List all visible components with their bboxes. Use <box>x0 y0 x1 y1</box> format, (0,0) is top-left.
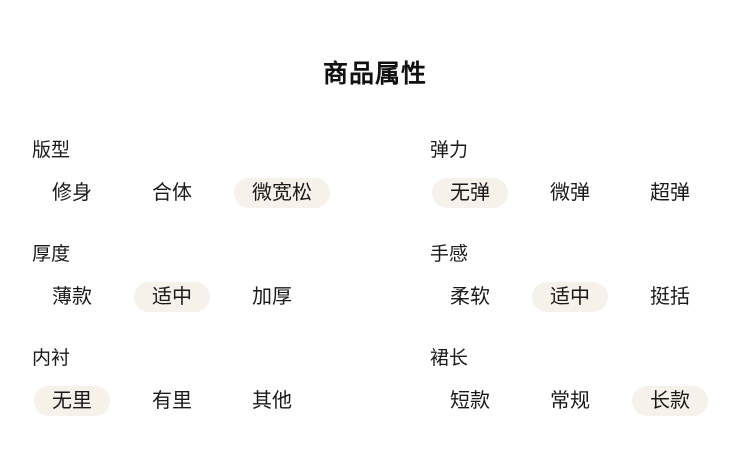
attribute-option[interactable]: 长款 <box>632 386 708 416</box>
attributes-grid: 版型 修身 合体 微宽松 弹力 无弹 微弹 超弹 厚度 薄款 适中 加厚 手感 … <box>0 139 750 416</box>
options-row: 薄款 适中 加厚 <box>34 282 430 312</box>
attribute-option[interactable]: 适中 <box>532 282 608 312</box>
attribute-group-feel: 手感 柔软 适中 挺括 <box>430 243 750 312</box>
attribute-group-lining: 内衬 无里 有里 其他 <box>32 347 430 416</box>
group-label: 厚度 <box>32 244 71 265</box>
attribute-option[interactable]: 柔软 <box>450 286 490 308</box>
attribute-option[interactable]: 无弹 <box>432 178 508 208</box>
attribute-option[interactable]: 适中 <box>134 282 210 312</box>
options-row: 修身 合体 微宽松 <box>34 178 430 208</box>
attribute-option[interactable]: 短款 <box>450 390 490 412</box>
attribute-group-fit: 版型 修身 合体 微宽松 <box>32 139 430 208</box>
attribute-option[interactable]: 常规 <box>550 390 590 412</box>
attribute-option[interactable]: 加厚 <box>252 286 292 308</box>
group-label: 版型 <box>32 140 71 161</box>
attribute-group-thickness: 厚度 薄款 适中 加厚 <box>32 243 430 312</box>
attribute-option[interactable]: 挺括 <box>650 286 690 308</box>
group-label: 内衬 <box>32 348 71 369</box>
attribute-option[interactable]: 薄款 <box>52 286 92 308</box>
attribute-option[interactable]: 有里 <box>152 390 192 412</box>
attribute-group-skirt-length: 裙长 短款 常规 长款 <box>430 347 750 416</box>
options-row: 柔软 适中 挺括 <box>432 282 750 312</box>
group-label: 裙长 <box>430 348 469 369</box>
options-row: 无里 有里 其他 <box>34 386 430 416</box>
attribute-option[interactable]: 微弹 <box>550 182 590 204</box>
group-label: 手感 <box>430 244 469 265</box>
attribute-option[interactable]: 其他 <box>252 390 292 412</box>
attribute-option[interactable]: 无里 <box>34 386 110 416</box>
attribute-option[interactable]: 合体 <box>152 182 192 204</box>
options-row: 短款 常规 长款 <box>432 386 750 416</box>
attribute-group-elasticity: 弹力 无弹 微弹 超弹 <box>430 139 750 208</box>
attribute-option[interactable]: 修身 <box>52 182 92 204</box>
attribute-option[interactable]: 超弹 <box>650 182 690 204</box>
page-title: 商品属性 <box>322 60 427 88</box>
group-label: 弹力 <box>430 140 469 161</box>
attribute-option[interactable]: 微宽松 <box>234 178 330 208</box>
options-row: 无弹 微弹 超弹 <box>432 178 750 208</box>
